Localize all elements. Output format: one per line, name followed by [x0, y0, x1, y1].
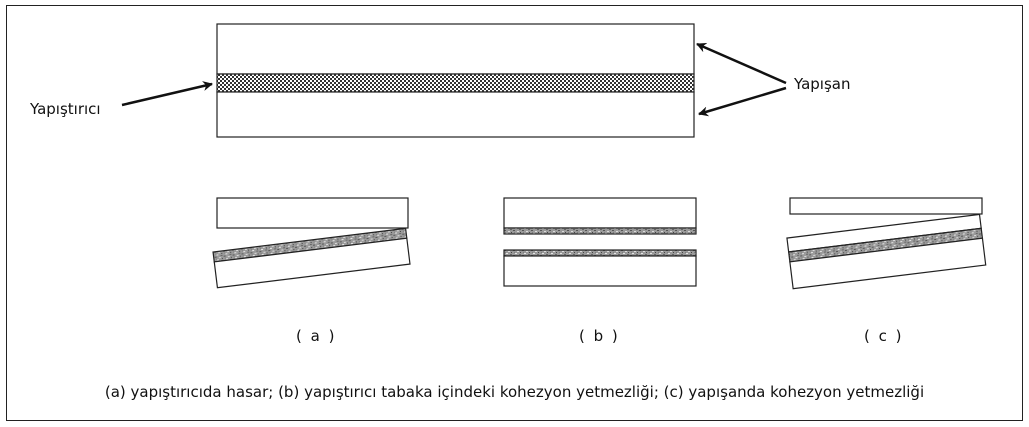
adherend-label: Yapışan — [794, 75, 851, 93]
lower-adherend — [216, 91, 695, 138]
panel-c-upper-adherend-part — [789, 197, 983, 215]
adhesive-label: Yapıştırıcı — [30, 100, 101, 118]
panel-a-diagram — [212, 197, 411, 289]
upper-adherend — [216, 23, 695, 75]
figure-frame — [6, 5, 1023, 421]
panel-a-upper-adherend — [216, 197, 409, 229]
panel-b-lower-adherend — [503, 255, 697, 287]
adherend-arrow-upper — [696, 42, 787, 85]
panel-a-lower-adherend — [213, 237, 411, 289]
panel-b-lower-adhesive-remnant — [503, 249, 697, 257]
panel-c-label: ( c ) — [864, 327, 904, 345]
adhesive-layer — [216, 73, 695, 93]
adherend-arrow-lower — [698, 86, 787, 117]
panel-c-lower-adherend — [789, 237, 987, 290]
panel-a-label: ( a ) — [296, 327, 337, 345]
panel-b-label: ( b ) — [579, 327, 620, 345]
panel-b-diagram — [503, 197, 697, 287]
bonded-joint — [216, 23, 695, 138]
panel-b-upper-adherend — [503, 197, 697, 229]
panel-c-diagram — [786, 197, 987, 290]
figure-caption: (a) yapıştırıcıda hasar; (b) yapıştırıcı… — [104, 383, 925, 401]
panel-b-upper-adhesive-remnant — [503, 227, 697, 235]
adhesive-arrow — [121, 81, 213, 107]
